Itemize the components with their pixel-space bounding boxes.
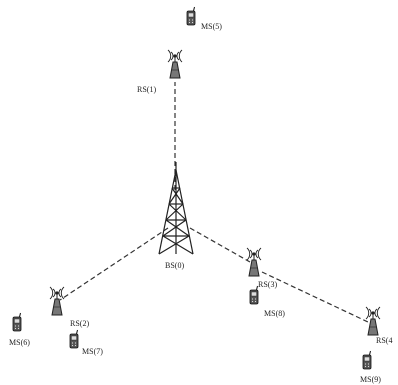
mobile-station-icon [13, 313, 21, 331]
mobile-station-icon [70, 330, 78, 348]
ms9-label: MS(9) [360, 375, 381, 384]
ms6-label: MS(6) [9, 338, 30, 347]
mobile-station-icon [187, 7, 195, 25]
bs0-label: BS(0) [165, 261, 184, 270]
base-station-tower-icon [159, 162, 193, 254]
link-bs0-rs3 [190, 228, 250, 262]
relay-station-icon [168, 50, 182, 78]
mobile-station-icon [363, 351, 371, 369]
ms7-label: MS(7) [82, 347, 103, 356]
rs1-label: RS(1) [137, 85, 156, 94]
mobile-station-icon [250, 286, 258, 304]
link-bs0-rs2 [60, 228, 168, 300]
ms5-label: MS(5) [201, 22, 222, 31]
rs2-label: RS(2) [70, 319, 89, 328]
rs3-label: RS(3) [258, 280, 277, 289]
rs4-label: RS(4 [376, 336, 392, 345]
relay-station-icon [50, 287, 64, 315]
relay-station-icon [366, 307, 380, 335]
ms8-label: MS(8) [264, 309, 285, 318]
